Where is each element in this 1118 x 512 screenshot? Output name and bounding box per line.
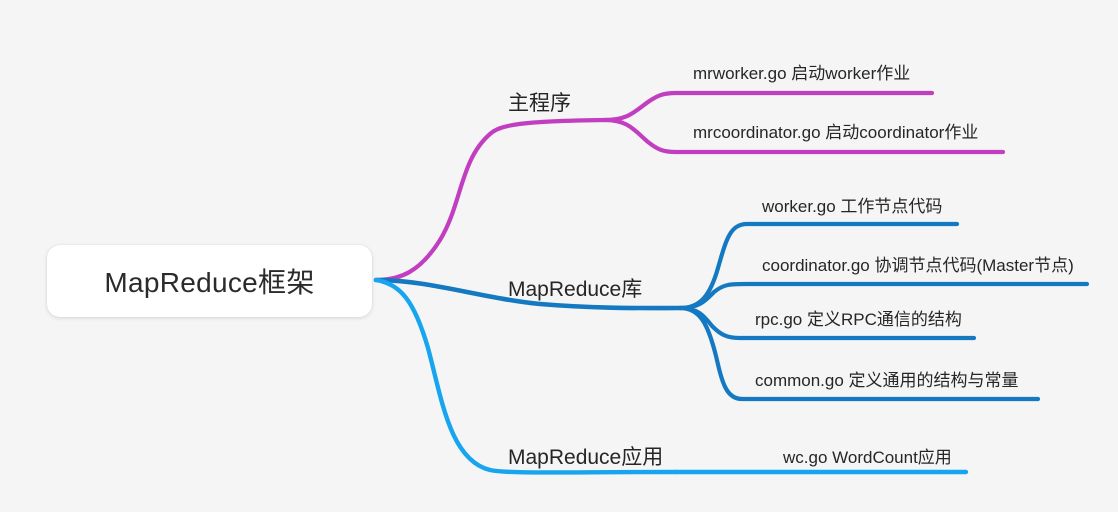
branch-path-mrworker — [602, 90, 935, 123]
branch-path-main-program — [373, 117, 608, 283]
branch-path-mapreduce-app — [373, 277, 679, 475]
leaf-label-mrworker[interactable]: mrworker.go 启动worker作业 — [693, 64, 911, 83]
leaf-label-rpc-go[interactable]: rpc.go 定义RPC通信的结构 — [755, 310, 962, 329]
leaf-label-wc-go[interactable]: wc.go WordCount应用 — [783, 448, 952, 467]
leaf-label-mrcoordinator[interactable]: mrcoordinator.go 启动coordinator作业 — [693, 123, 979, 142]
branch-label-mapreduce-app[interactable]: MapReduce应用 — [508, 446, 664, 469]
leaf-label-worker-go[interactable]: worker.go 工作节点代码 — [762, 197, 943, 216]
branch-label-mapreduce-lib[interactable]: MapReduce库 — [508, 278, 643, 301]
leaf-label-coordinator-go[interactable]: coordinator.go 协调节点代码(Master节点) — [762, 256, 1074, 275]
leaf-label-common-go[interactable]: common.go 定义通用的结构与常量 — [755, 371, 1019, 390]
branch-path-coordinator-go — [677, 281, 1090, 311]
root-node-label: MapReduce框架 — [104, 267, 315, 298]
root-node[interactable]: MapReduce框架 — [47, 245, 372, 317]
branch-label-main-program[interactable]: 主程序 — [508, 92, 571, 115]
